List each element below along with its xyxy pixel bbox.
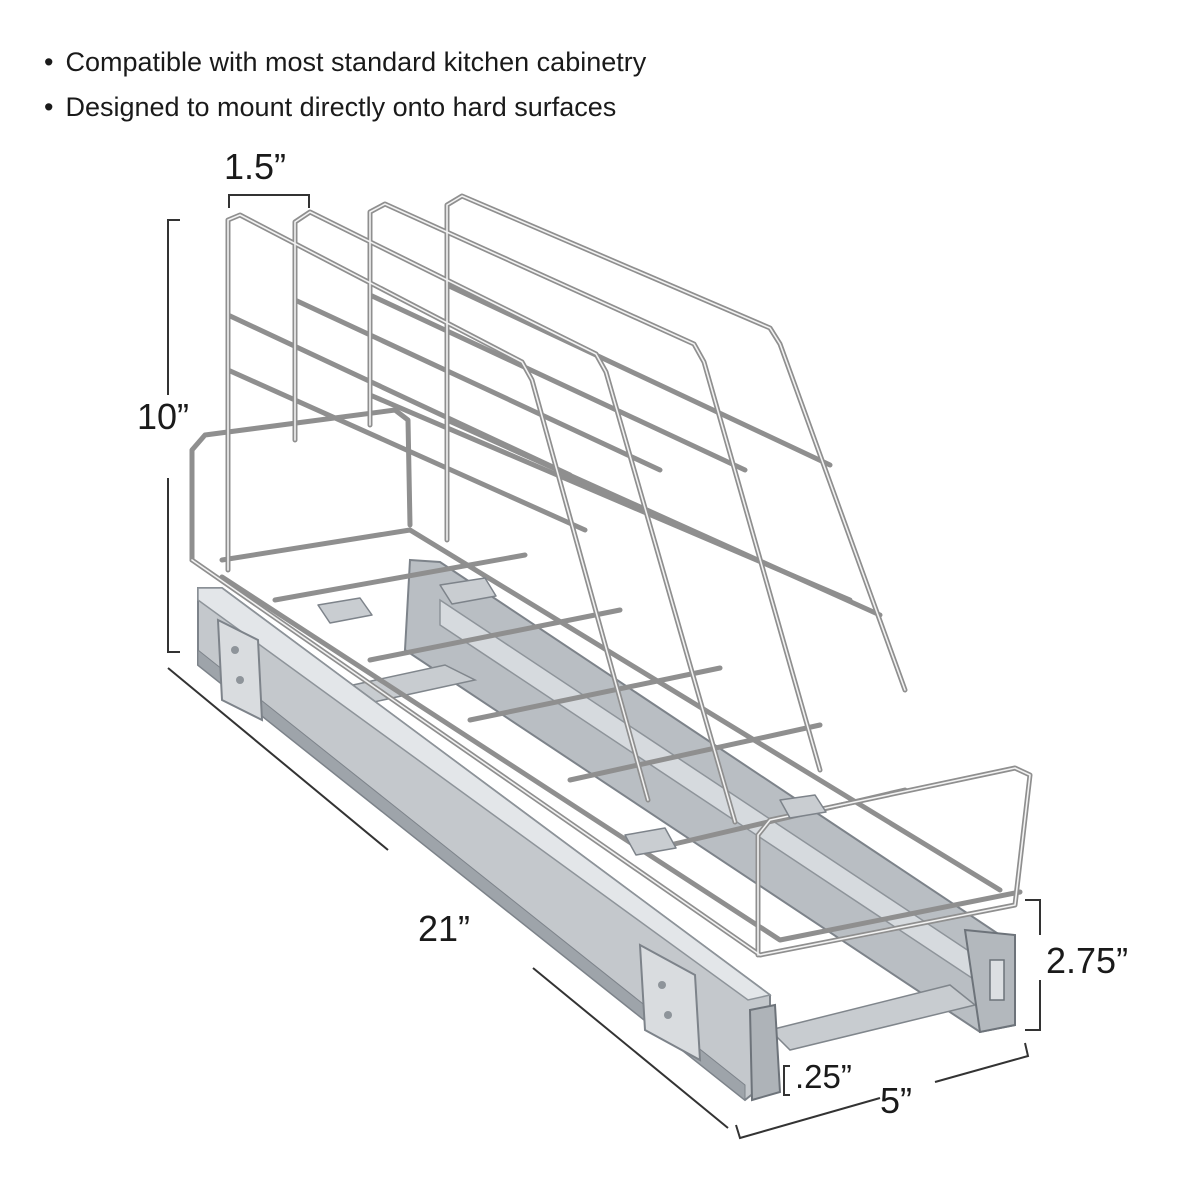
dimension-rail-gap: .25” (795, 1058, 852, 1095)
dimension-divider-spacing: 1.5” (224, 146, 287, 187)
dimension-depth: 21” (418, 908, 471, 949)
dimension-height: 10” (137, 396, 190, 437)
dimension-lines (167, 194, 1041, 1140)
feature-item: Compatible with most standard kitchen ca… (44, 40, 646, 85)
slide-rails (197, 558, 1016, 1102)
feature-item: Designed to mount directly onto hard sur… (44, 85, 646, 130)
dimension-width: 5” (880, 1080, 913, 1121)
feature-list: Compatible with most standard kitchen ca… (44, 40, 646, 130)
dimension-rail-height: 2.75” (1046, 940, 1129, 981)
wire-basket (189, 193, 1033, 958)
